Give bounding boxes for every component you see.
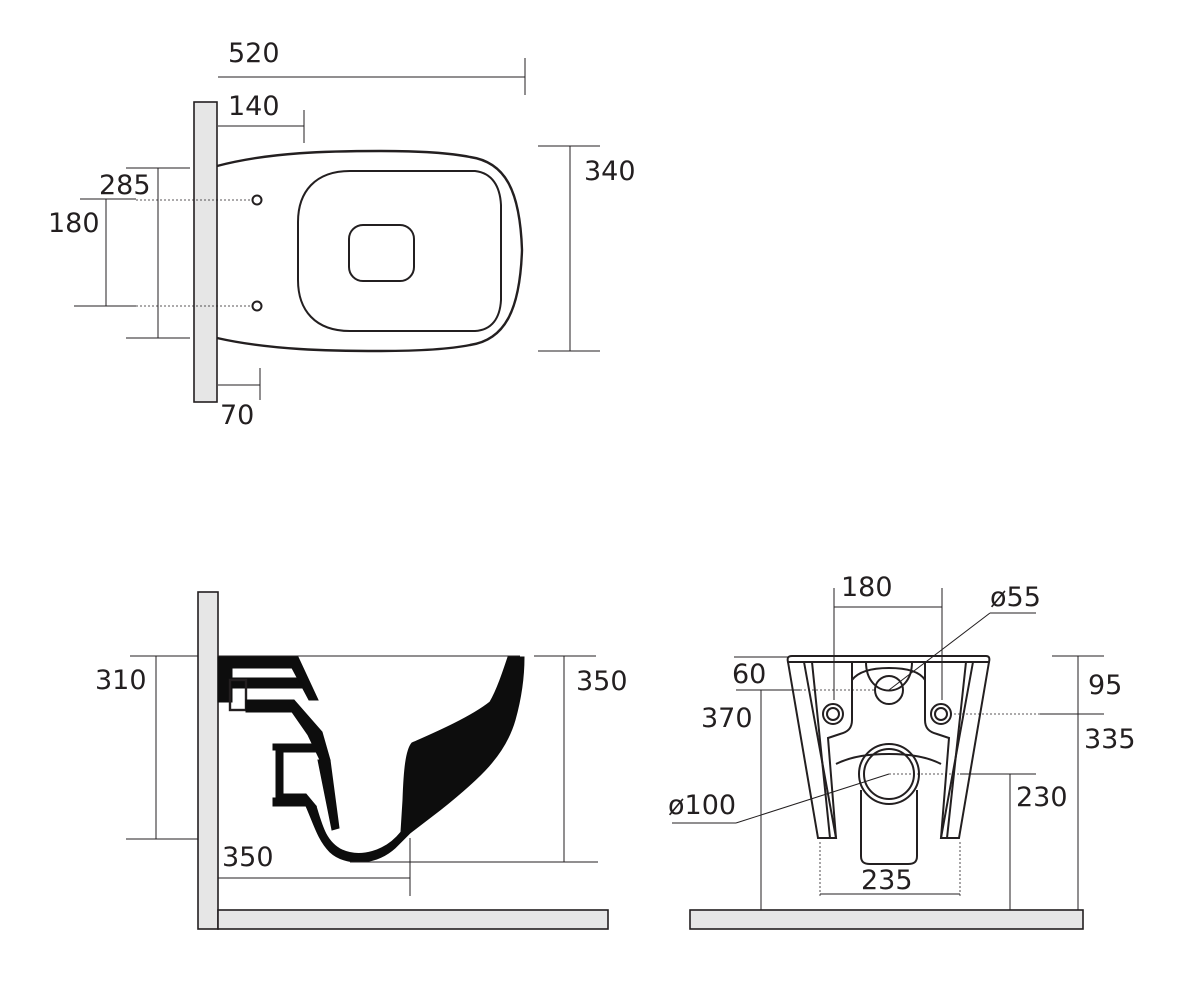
side-inlet-pipe bbox=[228, 678, 248, 712]
rear-fixing-hole-left bbox=[822, 703, 844, 725]
rear-rim bbox=[786, 655, 991, 663]
rear-floor bbox=[689, 909, 1084, 930]
rear-inlet bbox=[874, 675, 904, 705]
top-wall bbox=[193, 101, 218, 403]
side-wall bbox=[197, 591, 219, 930]
dim-top-length: 520 bbox=[228, 38, 280, 69]
side-floor bbox=[217, 909, 609, 930]
top-fixing-hole-upper bbox=[251, 194, 263, 206]
dim-rear-fixing-offset-right: 95 bbox=[1088, 670, 1122, 701]
dim-top-outer: 285 bbox=[99, 170, 151, 201]
top-drain bbox=[348, 224, 415, 282]
rear-view: 180 ø55 60 370 95 335 230 ø100 235 bbox=[668, 572, 1136, 930]
dim-rear-inlet-offset: 60 bbox=[732, 659, 766, 690]
dim-side-bowl-height: 350 bbox=[576, 666, 628, 697]
top-bowl-outline bbox=[216, 149, 524, 353]
dim-side-inlet-height: 310 bbox=[95, 665, 147, 696]
dim-top-wall-offset: 70 bbox=[220, 400, 254, 431]
dim-top-fixing-spacing: 180 bbox=[48, 208, 100, 239]
side-bowl bbox=[305, 656, 525, 863]
top-fixing-hole-lower bbox=[251, 300, 263, 312]
dim-side-outlet-depth: 350 bbox=[222, 842, 274, 873]
dim-rear-inlet-diameter: ø55 bbox=[990, 582, 1041, 613]
side-outlet bbox=[272, 743, 323, 807]
side-inlet-body bbox=[217, 656, 319, 703]
dim-top-width: 340 bbox=[584, 156, 636, 187]
dim-rear-outlet-diameter: ø100 bbox=[668, 790, 736, 821]
dim-rear-outlet-height: 230 bbox=[1016, 782, 1068, 813]
top-seat-opening bbox=[297, 170, 502, 332]
top-view: 520 140 285 180 340 70 bbox=[48, 38, 636, 431]
dim-rear-outlet-spacing: 235 bbox=[861, 865, 913, 896]
side-view: 310 350 350 bbox=[95, 591, 628, 930]
rear-outlet-spigot bbox=[860, 790, 918, 865]
dim-rear-fixing-spacing: 180 bbox=[841, 572, 893, 603]
dim-rear-fixing-height-left: 370 bbox=[701, 703, 753, 734]
dim-top-fixing-depth: 140 bbox=[228, 91, 280, 122]
dim-rear-fixing-height-right: 335 bbox=[1084, 724, 1136, 755]
